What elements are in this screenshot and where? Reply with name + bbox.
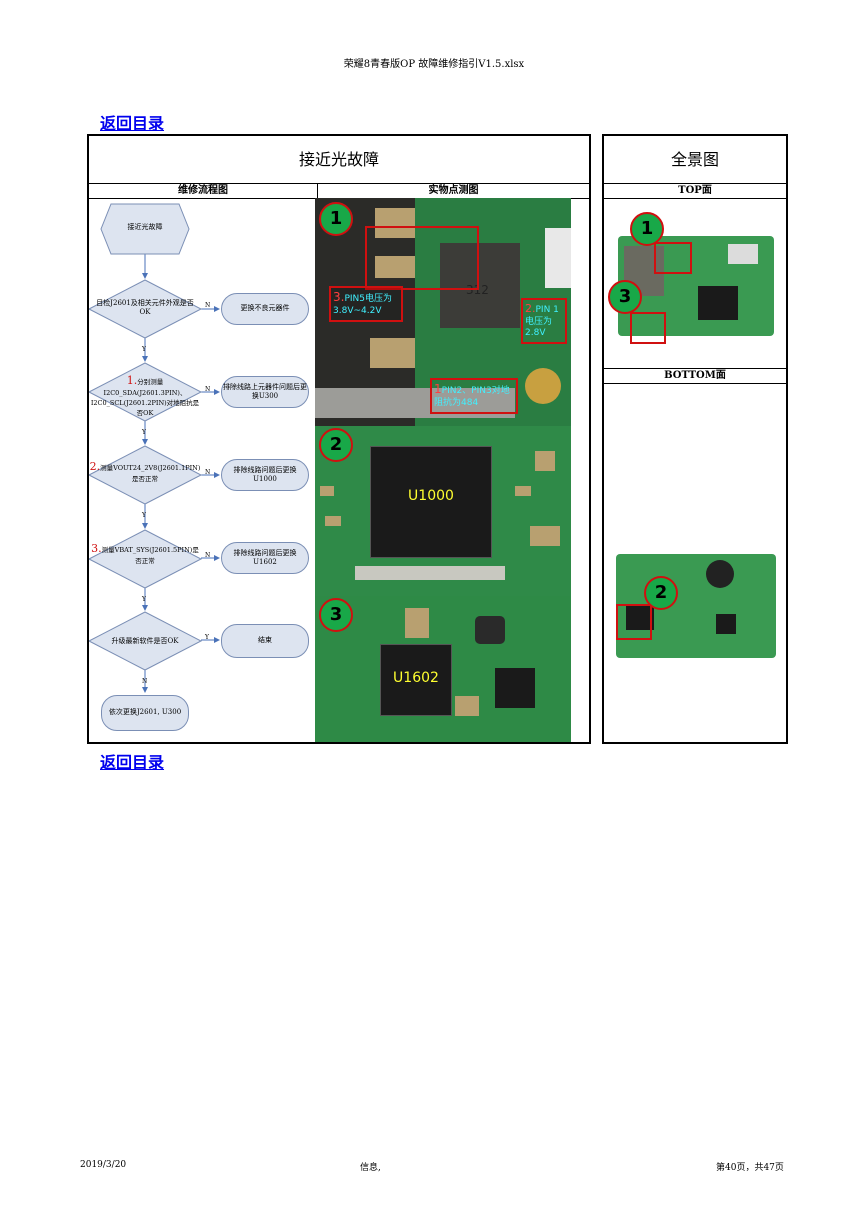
back-to-toc-link-top[interactable]: 返回目录 bbox=[100, 114, 165, 133]
top-board-image bbox=[618, 236, 774, 336]
flow-label-n4: N bbox=[205, 552, 211, 559]
flow-q3: 2.测量VOUT24_2V8(J2601.1PIN)是否正常 bbox=[89, 460, 201, 483]
annotation-pin5: 3.PIN5电压为3.8V~4.2V bbox=[329, 286, 403, 322]
flow-label-n2: N bbox=[205, 386, 211, 393]
flow-label-y4: Y bbox=[142, 596, 146, 603]
flow-q2-text: 分别测量I2C0_SDA(J2601.3PIN)、I2C0_SCL(J2601.… bbox=[90, 378, 200, 417]
flow-q3-num: 2. bbox=[89, 460, 101, 473]
flow-q4-num: 3. bbox=[91, 542, 102, 555]
flow-label-y2: Y bbox=[142, 429, 146, 436]
flowchart-col-label: 维修流程图 bbox=[89, 184, 318, 198]
photo-col-label: 实物点测图 bbox=[428, 185, 479, 196]
flow-action-2: 排除线路上元器件问题后更换U300 bbox=[221, 376, 309, 408]
flow-action-3: 排除线路问题后更换U1000 bbox=[221, 459, 309, 491]
main-title: 接近光故障 bbox=[89, 136, 589, 184]
flow-q1: 目检J2601及相关元件外观是否OK bbox=[96, 299, 194, 316]
main-table: 接近光故障 维修流程图 实物点测图 bbox=[87, 134, 591, 744]
flow-label-y1: Y bbox=[142, 346, 146, 353]
flow-start: 接近光故障 bbox=[127, 223, 163, 231]
connector-j2601: 312 bbox=[440, 243, 520, 328]
top-side-label: TOP面 bbox=[604, 184, 786, 199]
flow-label-n3: N bbox=[205, 469, 211, 476]
flow-decision-1 bbox=[89, 279, 203, 339]
flow-decision-2 bbox=[89, 362, 203, 422]
annotation-pin23: 1PIN2、PIN3对地阻抗为484 bbox=[430, 378, 518, 414]
flow-q3-text: 测量VOUT24_2V8(J2601.1PIN)是否正常 bbox=[100, 464, 201, 483]
flowchart-connectors bbox=[89, 203, 220, 693]
flow-label-n1: N bbox=[205, 302, 211, 309]
flow-q2: 1.分别测量I2C0_SDA(J2601.3PIN)、I2C0_SCL(J260… bbox=[89, 374, 201, 417]
flow-q4: 3.测量VBAT_SYS(J2601.5PIN)是否正常 bbox=[89, 542, 201, 565]
flow-decision-5 bbox=[89, 611, 203, 671]
document-header: 荣耀8青春版OP 故障维修指引V1.5.xlsx bbox=[343, 59, 525, 70]
footer-date: 2019/3/20 bbox=[80, 1160, 127, 1170]
marker-2: 2 bbox=[319, 428, 353, 462]
flow-action-4: 排除线路问题后更换U1602 bbox=[221, 542, 309, 574]
flow-label-y5: Y bbox=[205, 634, 209, 641]
back-to-toc-link-bottom[interactable]: 返回目录 bbox=[100, 753, 165, 772]
bottom-side-label: BOTTOM面 bbox=[604, 369, 786, 384]
footer-center: 信息, bbox=[360, 1163, 381, 1173]
chip-u1000: U1000 bbox=[370, 446, 492, 558]
flow-q2-num: 1. bbox=[126, 374, 138, 387]
flow-start-shape bbox=[100, 203, 190, 255]
flow-decision-4 bbox=[89, 529, 203, 589]
overview-marker-3: 3 bbox=[608, 280, 642, 314]
flow-q4-text: 测量VBAT_SYS(J2601.5PIN)是否正常 bbox=[101, 546, 199, 565]
flow-action-1: 更换不良元器件 bbox=[221, 293, 309, 325]
flow-action-5: 结束 bbox=[221, 624, 309, 658]
flow-label-n5: N bbox=[142, 678, 148, 685]
chip-u1602: U1602 bbox=[380, 644, 452, 716]
marker-3: 3 bbox=[319, 598, 353, 632]
overview-title: 全景图 bbox=[604, 136, 786, 184]
measurement-photos: 312 1 3.PIN5电压为3.8V~4.2V 2.PIN 1电压为2.8V … bbox=[315, 198, 571, 742]
photo-connector: 312 bbox=[315, 198, 571, 426]
flow-end: 依次更换J2601, U300 bbox=[101, 695, 189, 731]
footer-page: 第40页，共47页 bbox=[716, 1163, 784, 1173]
overview-table: 全景图 TOP面 BOTTOM面 1 3 2 bbox=[602, 134, 788, 744]
marker-1: 1 bbox=[319, 202, 353, 236]
overview-marker-2: 2 bbox=[644, 576, 678, 610]
flow-decision-3 bbox=[89, 445, 203, 505]
flow-q5: 升级最新软件是否OK bbox=[111, 637, 179, 645]
flowchart: 接近光故障 目检J2601及相关元件外观是否OK 1.分别测量I2C0_SDA(… bbox=[89, 198, 314, 742]
overview-marker-1: 1 bbox=[630, 212, 664, 246]
flow-label-y3: Y bbox=[142, 512, 146, 519]
bottom-board-image bbox=[616, 554, 776, 658]
annotation-pin1: 2.PIN 1电压为2.8V bbox=[521, 298, 567, 344]
